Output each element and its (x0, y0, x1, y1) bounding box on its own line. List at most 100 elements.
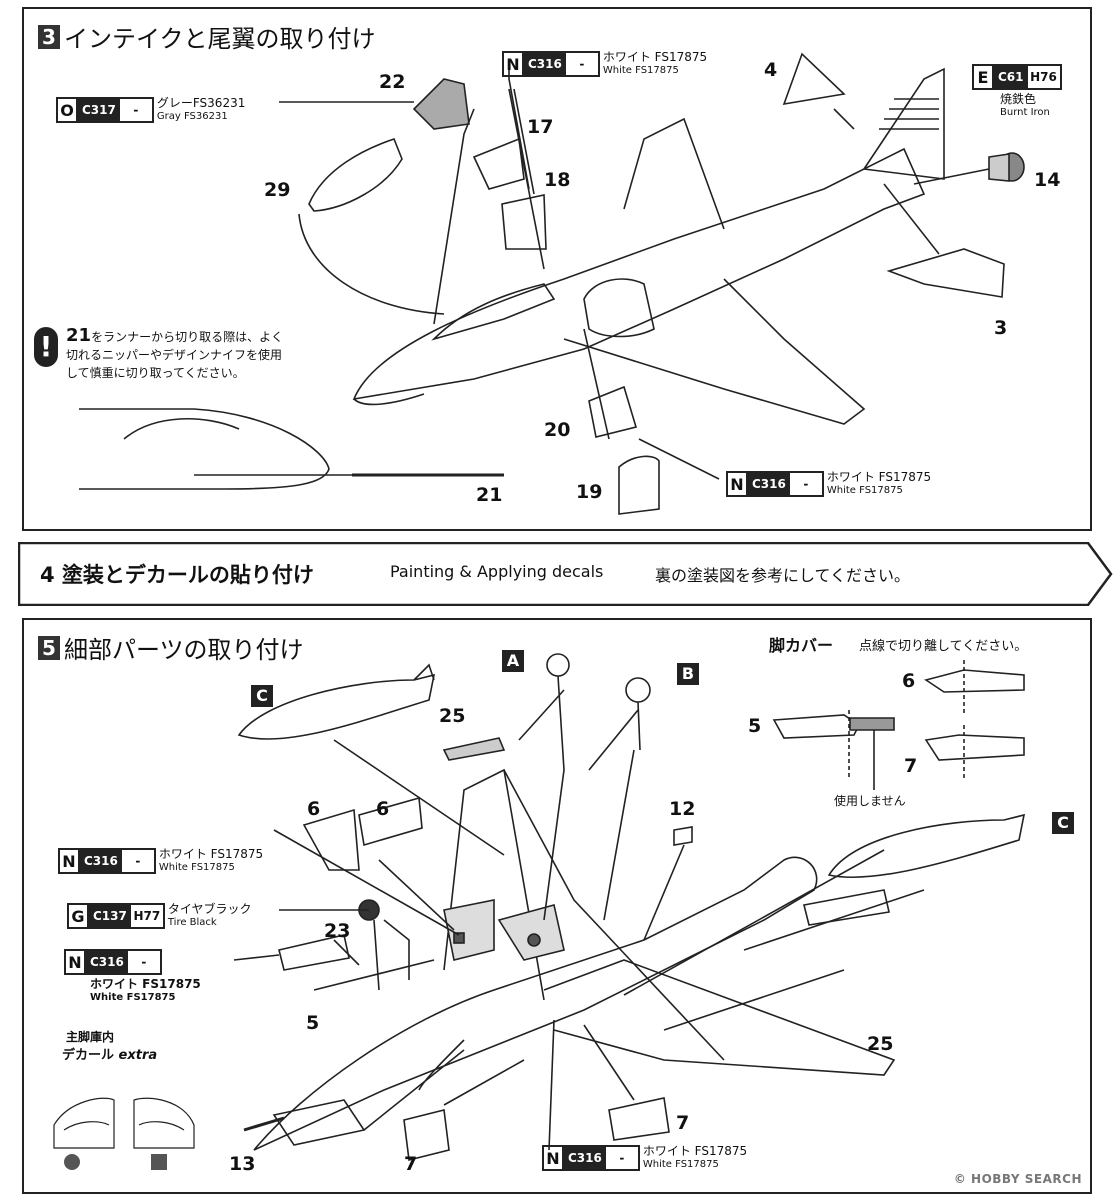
note-part-number: 21 (66, 325, 92, 346)
paint-spec-tire-black: G C137 H77 タイヤブラック Tire Black (67, 903, 252, 929)
paint-badge: N C316 - (542, 1145, 640, 1171)
paint-badge: N C316 - (58, 848, 156, 874)
paint-name-jp: ホワイト FS17875 (90, 977, 201, 991)
paint-hcode: H77 (133, 909, 161, 923)
paint-hcode: - (141, 955, 147, 969)
step3-panel: 3 インテイクと尾翼の取り付け (22, 7, 1092, 531)
decal-note-line2: デカール extra (62, 1044, 157, 1063)
paint-letter: N (544, 1147, 564, 1169)
paint-hcode: - (619, 1151, 625, 1165)
step5-title: 5 細部パーツの取り付け (38, 630, 304, 665)
paint-name-en: White FS17875 (90, 992, 176, 1003)
paint-badge: E C61 H76 (972, 64, 1062, 90)
paint-letter: E (974, 66, 994, 88)
paint-name-en: White FS17875 (826, 485, 903, 496)
paint-code: C316 (748, 473, 790, 495)
part-20: 20 (544, 419, 571, 441)
part-25-right: 25 (867, 1033, 894, 1055)
label-c-left: C (251, 685, 273, 707)
decal-circle-marker (64, 1154, 80, 1170)
step3-title-text: インテイクと尾翼の取り付け (64, 25, 376, 53)
part-3: 3 (994, 317, 1008, 339)
step5-panel: 5 細部パーツの取り付け (22, 618, 1092, 1194)
part-25-top: 25 (439, 705, 466, 727)
part-13: 13 (229, 1153, 256, 1175)
paint-hcode: - (803, 477, 809, 491)
label-a: A (502, 650, 524, 672)
step4-reference: 裏の塗装図を参考にしてください。 (655, 566, 911, 585)
paint-code: C316 (564, 1147, 606, 1169)
paint-name-jp: グレーFS36231 (156, 96, 246, 110)
part-22: 22 (379, 71, 406, 93)
step4-banner: 4 塗装とデカールの貼り付け Painting & Applying decal… (18, 542, 1113, 606)
part-5-cover: 5 (748, 715, 762, 737)
decal-label: デカール (62, 1048, 115, 1063)
step5-number: 5 (38, 635, 60, 660)
paint-letter: G (69, 905, 89, 927)
paint-name-jp: ホワイト FS17875 (642, 1144, 748, 1158)
note-line3: して慎重に切り取ってください。 (66, 366, 245, 380)
paint-letter: N (504, 53, 524, 75)
paint-name-jp: ホワイト FS17875 (826, 470, 932, 484)
part-7-cover: 7 (904, 755, 918, 777)
paint-spec-gray: O C317 - グレーFS36231 Gray FS36231 (56, 97, 245, 123)
paint-name-en: Gray FS36231 (156, 111, 228, 122)
paint-badge: O C317 - (56, 97, 154, 123)
paint-name-jp: 焼鉄色 (1000, 92, 1037, 106)
paint-code: C316 (80, 850, 122, 872)
decal-square-marker (151, 1154, 167, 1170)
paint-badge: N C316 - (726, 471, 824, 497)
paint-spec-white-3: N C316 - ホワイト FS17875 White FS17875 (542, 1145, 747, 1171)
exclamation-icon: ! (34, 327, 58, 367)
paint-name-jp: ホワイト FS17875 (158, 847, 264, 861)
note-line2: 切れるニッパーやデザインナイフを使用 (66, 348, 283, 362)
paint-name-jp: タイヤブラック (167, 902, 252, 916)
paint-code: C316 (86, 951, 128, 973)
paint-spec-white-2: N C316 - ホワイト FS17875 White FS17875 (64, 949, 201, 1004)
part-17: 17 (527, 116, 554, 138)
decal-note-line1: 主脚庫内 (66, 1030, 115, 1044)
part-7-bottom: 7 (404, 1153, 418, 1175)
paint-hcode: - (579, 57, 585, 71)
step3-title: 3 インテイクと尾翼の取り付け (38, 19, 376, 54)
part-4: 4 (764, 59, 778, 81)
paint-spec-burnt-iron: E C61 H76 焼鉄色 Burnt Iron (972, 64, 1062, 119)
gear-cover-hint: 点線で切り離してください。 (859, 639, 1028, 654)
paint-letter: N (66, 951, 86, 973)
paint-badge: N C316 - (64, 949, 162, 975)
paint-badge: G C137 H77 (67, 903, 165, 929)
paint-hcode: - (133, 103, 139, 117)
gear-cover-title: 脚カバー (769, 636, 834, 655)
caution-note: ! 21をランナーから切り取る際は、よく 切れるニッパーやデザインナイフを使用 … (34, 327, 283, 382)
part-7-center: 7 (676, 1112, 690, 1134)
part-6-left: 6 (307, 798, 321, 820)
step4-title: 4 塗装とデカールの貼り付け (40, 563, 314, 587)
paint-code: C137 (89, 905, 131, 927)
paint-badge: N C316 - (502, 51, 600, 77)
paint-name-en: White FS17875 (642, 1159, 719, 1170)
note-line1: をランナーから切り取る際は、よく (91, 330, 284, 344)
part-19: 19 (576, 481, 603, 503)
paint-spec-white-top: N C316 - ホワイト FS17875 White FS17875 (502, 51, 707, 77)
part-14: 14 (1034, 169, 1061, 191)
label-b: B (677, 663, 699, 685)
banner-arrow-shape (18, 542, 1113, 606)
paint-name-en: White FS17875 (602, 65, 679, 76)
step4-english: Painting & Applying decals (390, 562, 604, 581)
paint-name-en: White FS17875 (158, 862, 235, 873)
paint-letter: N (60, 850, 80, 872)
gear-cover-unused: 使用しません (834, 794, 906, 808)
part-12: 12 (669, 798, 696, 820)
paint-code: C317 (78, 99, 120, 121)
paint-name-jp: ホワイト FS17875 (602, 50, 708, 64)
paint-letter: O (58, 99, 78, 121)
step3-illustration (79, 52, 1025, 515)
part-6-right: 6 (376, 798, 390, 820)
paint-code: C61 (994, 66, 1028, 88)
decal-extra: extra (118, 1048, 158, 1063)
paint-spec-white-bottom: N C316 - ホワイト FS17875 White FS17875 (726, 471, 931, 497)
part-18: 18 (544, 169, 571, 191)
part-6-cover: 6 (902, 670, 916, 692)
paint-name-en: Burnt Iron (1000, 107, 1050, 118)
paint-code: C316 (524, 53, 566, 75)
